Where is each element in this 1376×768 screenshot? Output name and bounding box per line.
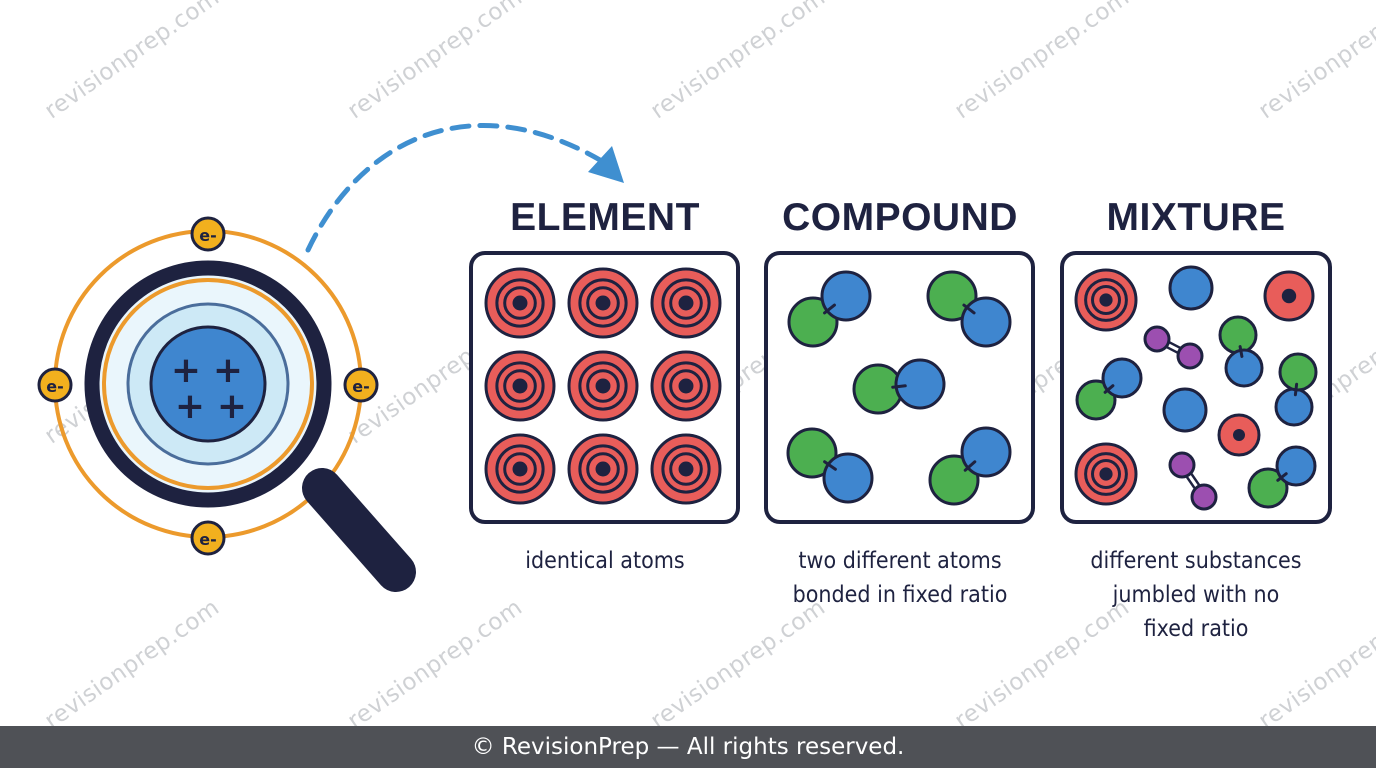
dashed-arrow-icon xyxy=(305,123,624,253)
molecule xyxy=(1247,445,1317,509)
electron: e- xyxy=(190,216,226,252)
diagram-canvas: + + + + e- e- e- e- xyxy=(37,123,1332,592)
red-atom xyxy=(1074,268,1138,332)
magnifying-glass-icon xyxy=(84,260,416,592)
red-atom xyxy=(1074,442,1138,506)
electron: e- xyxy=(37,367,73,403)
blue-atom xyxy=(1275,445,1317,487)
molecule xyxy=(928,426,1012,506)
blue-atom xyxy=(1162,387,1208,433)
molecule xyxy=(926,270,1012,348)
red-dot-atom xyxy=(1217,413,1261,457)
molecule xyxy=(786,427,874,504)
electron-label: e- xyxy=(199,530,217,549)
caption-line: different substances xyxy=(1090,548,1302,574)
red-atom xyxy=(567,433,639,505)
copyright-text: © RevisionPrep — All rights reserved. xyxy=(471,734,905,760)
molecule xyxy=(1274,352,1318,427)
electron: e- xyxy=(190,520,226,556)
blue-atom xyxy=(894,358,946,410)
blue-atom xyxy=(820,270,872,322)
molecule xyxy=(1218,315,1264,388)
electron-label: e- xyxy=(352,377,370,396)
caption-line: fixed ratio xyxy=(1143,616,1249,642)
proton-symbol: + xyxy=(213,350,243,391)
element-title: ELEMENT xyxy=(510,196,700,239)
mixture-particles xyxy=(1074,265,1318,511)
electron: e- xyxy=(343,367,379,403)
purple-molecule xyxy=(1143,325,1204,370)
blue-atom xyxy=(960,426,1012,478)
red-atom xyxy=(484,350,556,422)
element-caption: identical atoms xyxy=(479,544,731,578)
purple-molecule xyxy=(1168,451,1218,511)
mixture-caption: different substances jumbled with no fix… xyxy=(1070,544,1322,646)
proton-symbol: + xyxy=(171,350,201,391)
red-atom xyxy=(650,433,722,505)
red-atom xyxy=(484,267,556,339)
purple-atom xyxy=(1143,325,1171,353)
compound-caption: two different atoms bonded in fixed rati… xyxy=(774,544,1026,612)
proton-symbol: + xyxy=(217,386,247,427)
blue-atom xyxy=(1101,357,1143,399)
nucleus-charges: + + + + xyxy=(171,350,247,427)
proton-symbol: + xyxy=(175,386,205,427)
electron-label: e- xyxy=(46,377,64,396)
red-atom xyxy=(484,433,556,505)
red-atom xyxy=(567,267,639,339)
blue-atom xyxy=(1168,265,1214,311)
green-atom xyxy=(852,363,904,415)
mixture-title: MIXTURE xyxy=(1106,196,1286,239)
blue-atom xyxy=(960,296,1012,348)
red-atom xyxy=(650,267,722,339)
blue-atom xyxy=(822,452,874,504)
purple-atom xyxy=(1190,483,1218,511)
footer: © RevisionPrep — All rights reserved. xyxy=(0,726,1376,768)
caption-line: jumbled with no xyxy=(1112,582,1280,608)
purple-atom xyxy=(1168,451,1196,479)
blue-atom xyxy=(1224,348,1264,388)
green-atom xyxy=(1247,467,1289,509)
green-atom xyxy=(926,270,978,322)
red-dot-atom xyxy=(1263,270,1315,322)
caption-line: two different atoms xyxy=(798,548,1002,574)
compound-particles xyxy=(786,270,1012,506)
compound-title: COMPOUND xyxy=(782,196,1018,239)
red-atom xyxy=(567,350,639,422)
red-atom xyxy=(650,350,722,422)
green-atom xyxy=(1218,315,1258,355)
electrons: e- e- e- e- xyxy=(37,216,379,556)
caption-line: identical atoms xyxy=(525,548,685,574)
green-atom xyxy=(1278,352,1318,392)
caption-line: bonded in fixed ratio xyxy=(792,582,1008,608)
element-particles xyxy=(484,267,722,505)
molecule xyxy=(852,358,946,415)
purple-atom xyxy=(1176,342,1204,370)
molecule xyxy=(1075,357,1143,421)
molecule xyxy=(787,270,872,348)
green-atom xyxy=(786,427,838,479)
electron-label: e- xyxy=(199,226,217,245)
